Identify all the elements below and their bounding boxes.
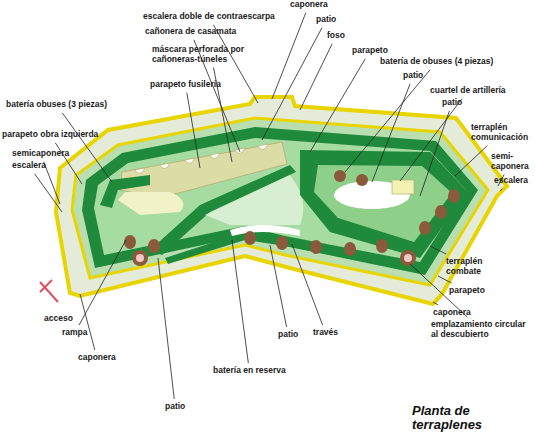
part-label: parapeto [352, 46, 388, 56]
reserve-patio [230, 225, 300, 236]
part-label: emplazamiento circular al descubierto [431, 320, 531, 340]
leader-line [292, 244, 323, 325]
ditch [56, 97, 507, 304]
part-label: máscara perforada por cañoneras-túneles [152, 45, 270, 65]
part-label: caponera [433, 308, 471, 318]
leader-line [455, 146, 487, 176]
part-label: batería de obuses (4 piezas) [380, 57, 493, 67]
leader-line [438, 276, 452, 283]
access-symbol [40, 280, 58, 302]
right-parapet [300, 150, 468, 258]
leader-line [80, 294, 95, 350]
right-terreplein [314, 165, 452, 242]
leader-line [372, 84, 410, 182]
traverses [124, 170, 460, 256]
part-label: rampa [62, 328, 88, 338]
leader-line [187, 93, 200, 168]
left-patio [118, 192, 183, 215]
part-label: semi-caponera [491, 152, 531, 172]
part-label: cuartel de artillería [430, 86, 506, 96]
artillery-barracks [392, 180, 414, 194]
part-label: foso [327, 31, 345, 41]
reserve-parapet [165, 232, 420, 272]
scarp [72, 118, 488, 285]
part-label: patio [278, 330, 298, 340]
outer-parapet [82, 127, 478, 275]
leader-line [272, 13, 306, 99]
diagram-title: Planta de terraplenes [412, 404, 516, 433]
part-label: batería obuses (3 piezas) [6, 100, 107, 110]
leader-line [400, 99, 462, 181]
counterscarp [56, 97, 507, 304]
part-label: patio [403, 71, 423, 81]
part-label: terraplén comunicación [471, 123, 531, 143]
part-label: semicaponera [12, 149, 69, 159]
part-label: parapeto fusilería [150, 80, 221, 90]
part-label: través [313, 328, 338, 338]
leader-line [430, 246, 446, 254]
inner-patio [205, 175, 303, 225]
leader-line [35, 174, 62, 212]
part-label: terraplén combate [446, 257, 498, 277]
leader-line [270, 245, 287, 327]
leader-line [158, 258, 174, 399]
part-label: patio [442, 98, 462, 108]
leader-line [420, 111, 449, 196]
part-label: parapeto [449, 286, 485, 296]
part-label: batería en reserva [213, 366, 286, 376]
part-label: escalera [12, 161, 46, 171]
part-label: cañonera de casamata [145, 27, 236, 37]
part-label: parapeto obra izquierda [2, 130, 98, 140]
leader-line [62, 113, 112, 182]
leader-line [79, 240, 126, 325]
leader-line [500, 189, 502, 191]
leader-line [232, 240, 248, 363]
leader-line [345, 70, 430, 172]
leader-line [213, 25, 258, 103]
part-label: escalera [494, 176, 528, 186]
casemate-embrasures [135, 144, 268, 174]
part-label: caponera [78, 353, 116, 363]
part-label: acceso [44, 314, 73, 324]
part-label: patio [165, 402, 185, 412]
leader-line [433, 302, 438, 305]
part-label: patio [316, 15, 336, 25]
part-label: escalera doble de contraescarpa [143, 12, 275, 22]
leader-line [300, 44, 332, 110]
part-label: caponera [290, 0, 328, 10]
leader-line [310, 59, 365, 152]
